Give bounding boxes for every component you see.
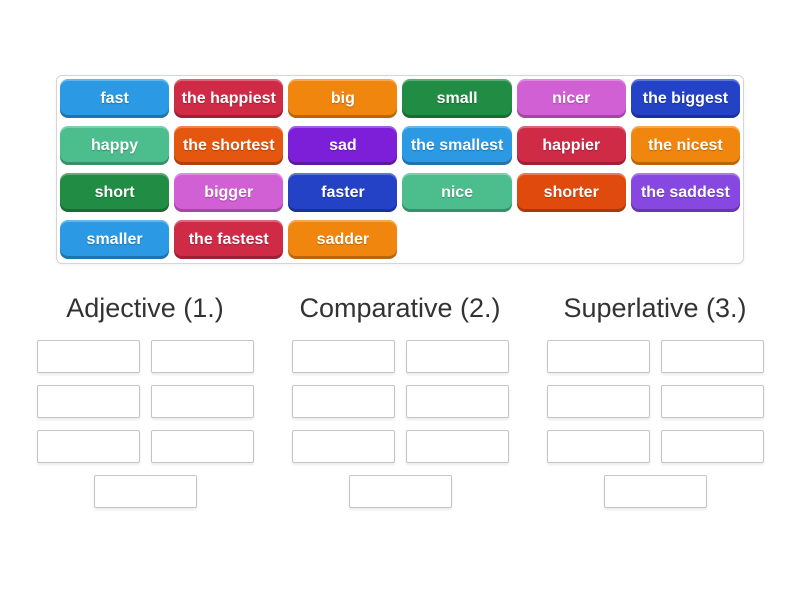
tile-tray: fast the happiest big small nicer the bi… xyxy=(56,75,744,264)
drop-slot[interactable] xyxy=(36,430,140,463)
word-tile[interactable]: sadder xyxy=(288,220,398,259)
word-tile-label: faster xyxy=(321,183,365,201)
drop-slot[interactable] xyxy=(546,340,650,373)
word-tile-label: the nicest xyxy=(648,136,723,154)
drop-slot[interactable] xyxy=(603,475,707,508)
category-title-adjective: Adjective (1.) xyxy=(66,293,224,323)
drop-slot[interactable] xyxy=(546,430,650,463)
word-tile[interactable]: nice xyxy=(402,173,512,212)
word-tile[interactable]: the biggest xyxy=(630,79,740,118)
word-tile-label: small xyxy=(436,89,478,107)
drop-slot[interactable] xyxy=(93,475,197,508)
word-tile[interactable]: faster xyxy=(288,173,398,212)
drop-slot[interactable] xyxy=(405,340,509,373)
word-tile-label: nicer xyxy=(552,89,591,107)
word-tile[interactable]: happy xyxy=(60,126,170,165)
word-tile[interactable]: the happiest xyxy=(174,79,284,118)
word-tile-label: bigger xyxy=(204,183,254,201)
word-tile-label: short xyxy=(94,183,135,201)
drop-slot[interactable] xyxy=(36,340,140,373)
word-tile-label: sad xyxy=(329,136,357,154)
drop-slot[interactable] xyxy=(660,385,764,418)
word-tile[interactable]: smaller xyxy=(60,220,170,259)
drop-slot[interactable] xyxy=(150,430,254,463)
word-tile[interactable]: big xyxy=(288,79,398,118)
word-tile-label: the smallest xyxy=(410,136,504,154)
word-tile[interactable]: shorter xyxy=(516,173,626,212)
slot-grid-superlative xyxy=(546,340,764,508)
word-tile[interactable]: bigger xyxy=(174,173,284,212)
category-column-superlative: Superlative (3.) xyxy=(546,291,764,508)
drop-slot[interactable] xyxy=(348,475,452,508)
category-title-comparative: Comparative (2.) xyxy=(299,293,501,323)
word-tile-label: happier xyxy=(542,136,601,154)
word-tile[interactable]: fast xyxy=(60,79,170,118)
word-tile-label: the saddest xyxy=(640,183,730,201)
word-tile-label: happy xyxy=(91,136,139,154)
slot-grid-comparative xyxy=(291,340,509,508)
drop-slot[interactable] xyxy=(660,340,764,373)
word-tile-label: big xyxy=(330,89,355,107)
word-tile-label: shorter xyxy=(543,183,599,201)
word-tile-label: the fastest xyxy=(188,230,269,248)
word-tile[interactable]: the shortest xyxy=(174,126,284,165)
word-tile[interactable]: the fastest xyxy=(174,220,284,259)
word-tile-label: the shortest xyxy=(182,136,275,154)
word-tile[interactable]: small xyxy=(402,79,512,118)
drop-slot[interactable] xyxy=(291,340,395,373)
drop-slot[interactable] xyxy=(150,340,254,373)
word-tile-label: sadder xyxy=(316,230,370,248)
category-title-superlative: Superlative (3.) xyxy=(563,293,747,323)
word-tile[interactable]: the smallest xyxy=(402,126,512,165)
word-tile[interactable]: sad xyxy=(288,126,398,165)
drop-slot[interactable] xyxy=(150,385,254,418)
word-tile-label: the biggest xyxy=(642,89,729,107)
word-tile[interactable]: the nicest xyxy=(630,126,740,165)
word-tile[interactable]: short xyxy=(60,173,170,212)
word-tile-label: nice xyxy=(441,183,474,201)
word-tile[interactable]: the saddest xyxy=(630,173,740,212)
word-tile-label: fast xyxy=(100,89,129,107)
drop-slot[interactable] xyxy=(405,385,509,418)
slot-grid-adjective xyxy=(36,340,254,508)
drop-slot[interactable] xyxy=(36,385,140,418)
word-tile-label: the happiest xyxy=(181,89,276,107)
word-tile[interactable]: happier xyxy=(516,126,626,165)
drop-slot[interactable] xyxy=(291,385,395,418)
word-tile[interactable]: nicer xyxy=(516,79,626,118)
drop-slot[interactable] xyxy=(405,430,509,463)
category-column-comparative: Comparative (2.) xyxy=(291,291,509,508)
word-tile-label: smaller xyxy=(86,230,143,248)
drop-slot[interactable] xyxy=(291,430,395,463)
category-column-adjective: Adjective (1.) xyxy=(36,291,254,508)
drop-slot[interactable] xyxy=(660,430,764,463)
drop-slot[interactable] xyxy=(546,385,650,418)
